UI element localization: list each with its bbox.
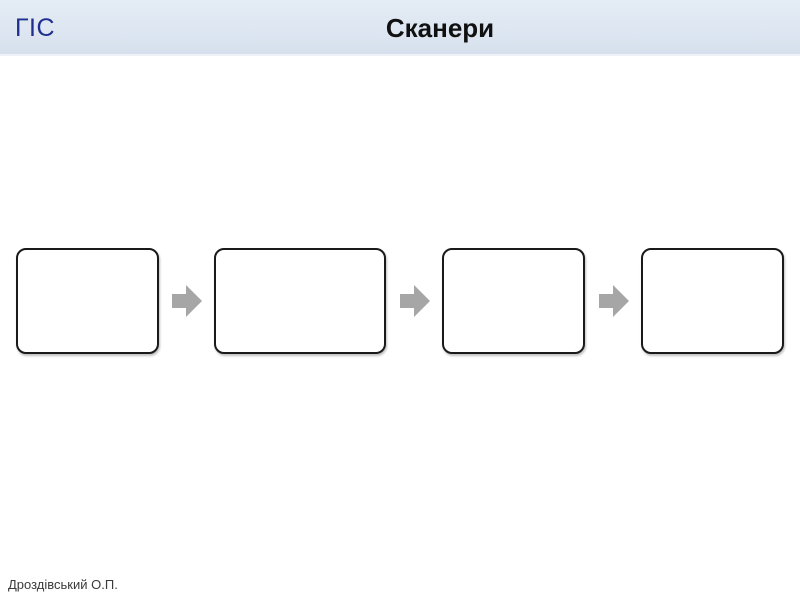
slide-title: Сканери: [385, 13, 495, 43]
process-box-1: [16, 248, 159, 354]
arrow-right-icon: [172, 285, 202, 317]
header-divider: [0, 54, 800, 56]
process-box-3: [442, 248, 585, 354]
footer-author: Дроздівський О.П.: [8, 577, 118, 592]
process-box-4: [641, 248, 784, 354]
process-box-2: [214, 248, 386, 354]
header-bar: ГІС Сканери: [0, 0, 800, 54]
arrow-right-icon: [599, 285, 629, 317]
arrow-right-icon: [400, 285, 430, 317]
brand-label: ГІС: [15, 14, 56, 42]
